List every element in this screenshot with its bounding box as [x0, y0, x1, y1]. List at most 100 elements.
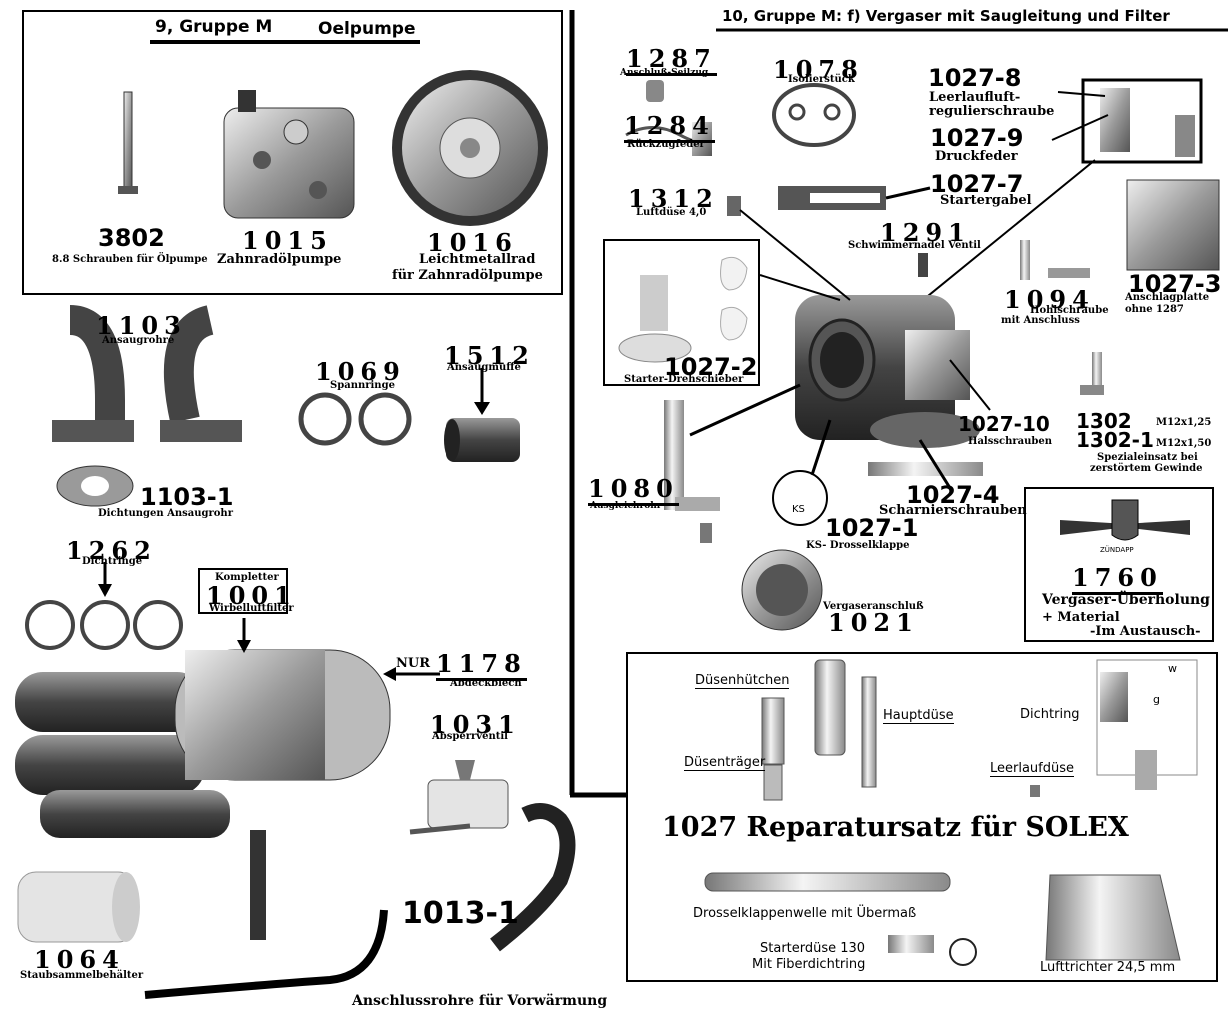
part-1027-8-label-1: Leerlaufluft- — [929, 90, 1021, 105]
part-1262-label: Dichtringe — [82, 556, 143, 567]
carburetor-image — [795, 295, 980, 448]
part-1069-label: Spannringe — [330, 380, 395, 391]
part-1302-number: 1302 — [1076, 409, 1132, 433]
part-1015-number: 1015 — [242, 226, 333, 255]
brand-label: ZÜNDAPP — [1100, 546, 1134, 554]
canister-1064-image — [17, 871, 140, 943]
label-hauptduese: Hauptdüse — [883, 708, 954, 724]
label-dichtring: Dichtring — [1020, 707, 1080, 722]
part-1027-8-number: 1027-8 — [928, 64, 1022, 92]
oil-pump-title-underline — [150, 40, 420, 44]
part-1080-label: Ausgleichrohr — [590, 501, 662, 511]
part-1302-1-label-2: zerstörtem Gewinde — [1090, 463, 1203, 474]
part-1027-3-label-1: Anschlagplatte — [1125, 292, 1210, 303]
part-1016-label-2: für Zahnradölpumpe — [392, 268, 543, 283]
part-1027-9-number: 1027-9 — [930, 124, 1024, 152]
part-1094-label-2: mit Anschluss — [1001, 315, 1080, 326]
part-1302-1-number: 1302-1 — [1076, 428, 1154, 452]
pump-1015-image — [223, 90, 355, 219]
part-1287-number: 1287 — [626, 44, 717, 76]
label-g: g — [1153, 693, 1160, 706]
part-1027-7-number: 1027-7 — [930, 170, 1024, 198]
label-w: w — [1168, 662, 1177, 675]
part-1069-number: 1069 — [315, 357, 406, 386]
part-1103-1-label: Dichtungen Ansaugrohr — [98, 508, 233, 519]
part-1302-spec: M12x1,25 — [1156, 417, 1212, 428]
part-1302-1-label-1: Spezialeinsatz bei — [1097, 452, 1198, 463]
heating-tube-image — [490, 803, 576, 952]
overhaul-line2: + Material — [1042, 610, 1120, 625]
part-1013-1-number: 1013-1 — [402, 896, 519, 931]
muff-1512-image — [444, 418, 520, 462]
part-1027-3-label-2: ohne 1287 — [1125, 304, 1184, 315]
air-filter-1001-image — [15, 649, 391, 940]
part-1103-number: 1103 — [96, 311, 187, 340]
part-1178-number: 1178 — [436, 649, 527, 681]
part-1027-1-label: KS- Drosselklappe — [806, 540, 910, 551]
part-1027-2-number: 1027-2 — [664, 353, 758, 381]
part-1027-8-label-2: regulierschraube — [929, 104, 1055, 119]
part-1001-prefix: Kompletter — [215, 572, 279, 583]
overhaul-line1: Vergaser-Überholung — [1042, 592, 1210, 608]
part-1094-label-1: Hohlschraube — [1030, 305, 1109, 316]
gear-1016-image — [392, 70, 548, 226]
part-1094-number: 1094 — [1004, 285, 1095, 314]
part-1031-label: Absperrventil — [432, 731, 508, 742]
part-1021-number: 1021 — [828, 608, 919, 637]
label-starterduese-1: Starterdüse 130 — [760, 941, 866, 956]
part-1103-1-number: 1103-1 — [140, 483, 234, 511]
gasket-1103-1-image — [56, 465, 134, 507]
carb-section-title: 10, Gruppe M: f) Vergaser mit Saugleitun… — [722, 7, 1170, 25]
part-1287-label: Anschluß-Seilzug — [620, 68, 709, 78]
part-1178-prefix: NUR — [396, 656, 431, 671]
part-1027-7-label: Startergabel — [940, 193, 1032, 208]
part-1027-9-label: Druckfeder — [935, 149, 1018, 164]
part-1291-number: 1291 — [880, 218, 971, 247]
intake-pipes-1103-image — [52, 305, 242, 442]
label-welle: Drosselklappenwelle mit Übermaß — [693, 906, 917, 921]
oil-pump-group-title: 9, Gruppe M — [155, 17, 273, 37]
part-1312-label: Luftdüse 4,0 — [636, 207, 707, 218]
oil-pump-title: Oelpumpe — [318, 19, 416, 39]
part-1027-1-number: 1027-1 — [825, 514, 919, 542]
part-1027-2-label: Starter-Drehschieber — [624, 374, 744, 385]
part-1001-number: 1001 — [206, 581, 297, 610]
part-1312-number: 1312 — [628, 184, 719, 213]
part-1512-number: 1512 — [444, 341, 535, 370]
part-1016-label-1: Leichtmetallrad — [419, 252, 536, 267]
part-1013-1-label: Anschlussrohre für Vorwärmung — [352, 993, 608, 1009]
part-1262-number: 1262 — [66, 536, 157, 565]
overhaul-number: 1760 — [1072, 563, 1163, 595]
part-3802-label: 8.8 Schrauben für Ölpumpe — [52, 254, 208, 265]
part-1078-number: 1078 — [773, 55, 864, 84]
part-1302-1-spec: M12x1,50 — [1156, 438, 1212, 449]
label-leerlaufduese: Leerlaufdüse — [990, 761, 1075, 777]
filter-1001-label-box — [198, 568, 288, 614]
label-starterduese-2: Mit Fiberdichtring — [752, 957, 866, 972]
part-1064-label: Staubsammelbehälter — [20, 970, 144, 981]
part-1080-number: 1080 — [588, 474, 679, 506]
part-1027-4-number: 1027-4 — [906, 481, 1000, 509]
part-1027-10-label: Halsschrauben — [968, 436, 1052, 447]
part-1015-label: Zahnradölpumpe — [217, 252, 342, 267]
part-1178-label: Abdeckblech — [450, 678, 522, 689]
zuendapp-logo — [1060, 499, 1190, 541]
part-1103-label: Ansaugrohre — [102, 335, 175, 346]
overhaul-line3: -Im Austausch- — [1090, 624, 1201, 639]
valve-1031-image — [409, 760, 509, 835]
screw-3802-image — [118, 91, 138, 194]
part-1284-label: Rückzugfeder — [627, 139, 705, 150]
oil-pump-section — [22, 10, 563, 295]
part-1016-number: 1016 — [427, 228, 518, 257]
part-1064-number: 1064 — [34, 945, 125, 974]
overhaul-box — [1024, 487, 1214, 642]
repair-kit-title: 1027 Reparatursatz für SOLEX — [662, 812, 1129, 843]
part-1031-number: 1031 — [430, 710, 521, 739]
part-1078-label: Isolierstück — [788, 74, 855, 85]
part-1512-label: Ansaugmuffe — [447, 362, 521, 373]
label-lufttrichter: Lufttrichter 24,5 mm — [1040, 960, 1176, 975]
part-1021-label: Vergaseranschluß — [823, 601, 924, 612]
label-duesenhuetchen: Düsenhütchen — [695, 673, 790, 689]
repair-kit-box — [626, 652, 1218, 982]
